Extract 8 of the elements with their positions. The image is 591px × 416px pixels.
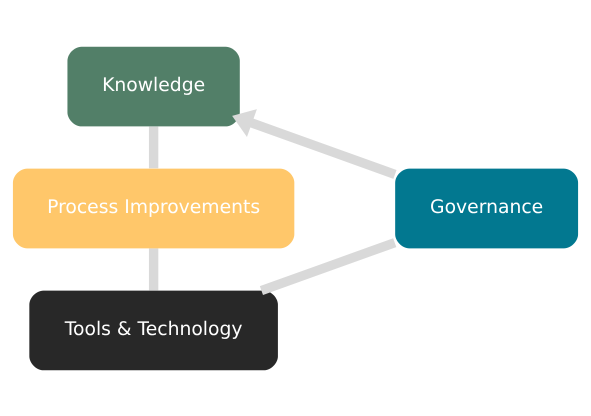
connector [260, 238, 396, 294]
connector [148, 126, 158, 168]
node-box: Tools & Technology [29, 290, 278, 370]
node-box: Process Improvements [12, 168, 294, 248]
node-box: Governance [395, 168, 578, 248]
connector [148, 248, 158, 290]
node-box: Knowledge [67, 46, 240, 126]
arrow [232, 108, 397, 178]
